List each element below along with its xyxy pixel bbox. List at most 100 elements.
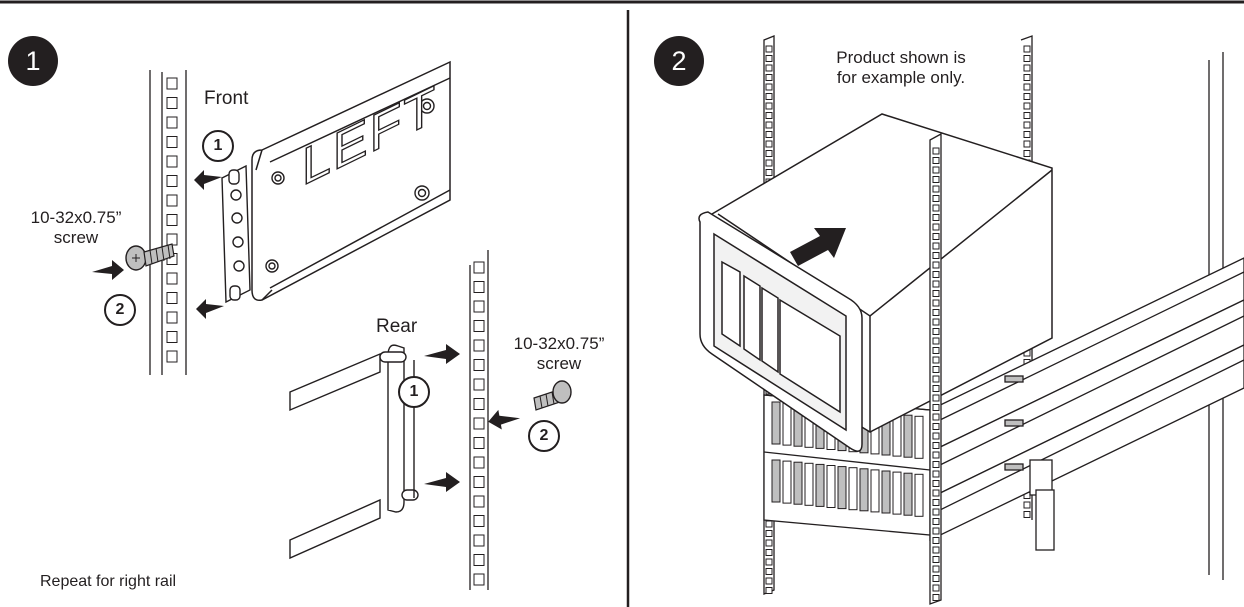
- rack-hole: [932, 290, 940, 297]
- rack-hole: [765, 530, 773, 537]
- rack-hole: [1023, 140, 1031, 148]
- push-arrow-icon: [92, 260, 124, 280]
- callout-front-1: 1: [202, 130, 234, 162]
- rack-hole: [932, 499, 940, 506]
- step-1-badge: 1: [8, 36, 58, 86]
- repeat-note: Repeat for right rail: [40, 573, 177, 590]
- rack-hole: [473, 300, 485, 313]
- rack-hole: [473, 261, 485, 274]
- drive-bay: [914, 415, 924, 459]
- rack-hole: [473, 320, 485, 332]
- rack-hole: [1023, 131, 1031, 138]
- drive-bay: [892, 471, 902, 515]
- rack-hole: [765, 558, 773, 566]
- rack-hole: [932, 356, 940, 364]
- callout-front-2: 2: [104, 294, 136, 326]
- drive-bay: [793, 461, 803, 505]
- rack-hole: [473, 534, 485, 547]
- rack-hole: [166, 136, 178, 148]
- rack-hole: [473, 281, 485, 293]
- drive-bay: [782, 402, 792, 446]
- rack-hole: [166, 214, 178, 226]
- front-screw-spec: 10-32x0.75”: [30, 208, 122, 227]
- rack-hole: [765, 93, 773, 100]
- note-line-1: Product shown is: [836, 48, 966, 67]
- drive-bay: [771, 459, 781, 503]
- rack-hole: [473, 456, 485, 469]
- rack-hole: [932, 413, 940, 421]
- rack-hole: [932, 176, 940, 183]
- rack-hole: [765, 102, 773, 110]
- front-rack-post-panel2: [929, 132, 942, 605]
- rack-hole: [473, 359, 485, 371]
- rack-hole: [166, 350, 178, 363]
- rear-screw-word: screw: [536, 354, 582, 373]
- rack-hole: [765, 539, 773, 547]
- rack-hole: [932, 242, 940, 250]
- rack-hole: [166, 233, 178, 246]
- drive-bay: [903, 472, 913, 516]
- rack-hole: [932, 328, 940, 335]
- rack-hole: [932, 508, 940, 516]
- left-rail-front: [251, 60, 451, 302]
- rack-hole: [932, 537, 940, 544]
- chassis-unit: [698, 113, 1053, 452]
- rack-hole: [932, 546, 940, 554]
- drive-bay: [914, 473, 924, 517]
- rack-hole: [473, 339, 485, 352]
- drive-bay: [859, 468, 869, 512]
- rack-hole: [1023, 55, 1031, 62]
- rack-hole: [932, 385, 940, 392]
- rear-rail: [289, 344, 419, 560]
- rear-screw-spec: 10-32x0.75”: [513, 334, 605, 353]
- drive-bay: [881, 470, 891, 514]
- rack-hole: [166, 292, 178, 304]
- front-rail-bracket: [221, 164, 251, 304]
- rack-hole: [1023, 112, 1031, 119]
- rack-hole: [932, 309, 940, 316]
- rack-hole: [166, 272, 178, 285]
- drive-bay: [804, 462, 814, 506]
- rack-hole: [765, 121, 773, 129]
- rack-hole: [932, 166, 940, 174]
- rack-hole: [166, 175, 178, 187]
- drive-bay: [848, 467, 858, 511]
- rack-hole: [765, 140, 773, 148]
- rack-hole: [932, 432, 940, 440]
- rack-hole: [473, 573, 485, 586]
- rack-hole: [1023, 150, 1031, 157]
- rack-hole: [932, 375, 940, 383]
- rack-hole: [765, 74, 773, 81]
- rack-hole: [1023, 45, 1031, 53]
- rack-hole: [473, 437, 485, 449]
- rack-hole: [473, 398, 485, 410]
- screw-icon: [533, 380, 572, 411]
- drive-bay: [771, 401, 781, 445]
- rack-hole: [932, 442, 940, 449]
- screw-icon: [125, 243, 175, 271]
- rack-hole: [932, 565, 940, 573]
- rack-hole: [166, 77, 178, 90]
- callout-rear-1: 1: [398, 376, 430, 408]
- drive-bay: [837, 466, 847, 510]
- rack-hole: [932, 271, 940, 278]
- rack-hole: [932, 489, 940, 497]
- drive-bay: [782, 460, 792, 504]
- rack-hole: [1023, 83, 1031, 91]
- rack-hole: [932, 214, 940, 221]
- rack-hole: [765, 159, 773, 167]
- drive-bay: [903, 414, 913, 458]
- rack-hole: [1023, 511, 1031, 518]
- slide-rails: [929, 257, 1244, 551]
- rack-hole: [932, 470, 940, 478]
- rack-hole: [166, 155, 178, 168]
- rack-hole: [473, 378, 485, 391]
- rack-hole: [932, 318, 940, 326]
- rack-hole: [473, 476, 485, 488]
- rack-hole: [932, 575, 940, 582]
- rack-hole: [932, 461, 940, 468]
- rack-hole: [765, 112, 773, 119]
- step-2-badge: 2: [654, 36, 704, 86]
- drive-bay: [892, 413, 902, 457]
- rack-hole: [932, 185, 940, 193]
